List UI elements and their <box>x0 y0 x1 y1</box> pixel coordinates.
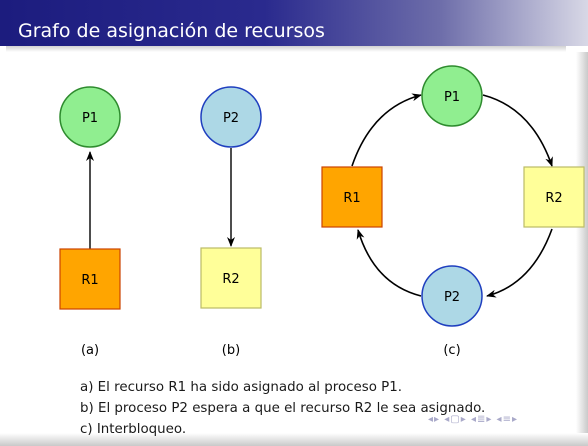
cycle-resource-node-r1 <box>321 166 383 228</box>
nav-subsection-icon[interactable]: ◂▢▸ <box>444 414 467 425</box>
panel-label-c: (c) <box>443 343 460 358</box>
resource-label-r1: R1 <box>81 273 98 288</box>
title-bar: Grafo de asignación de recursos <box>0 0 588 46</box>
cycle-process-node-p2 <box>421 265 483 327</box>
process-label-p2: P2 <box>223 111 239 126</box>
page-edge-bottom <box>0 433 588 446</box>
cycle-edge-p2-r1 <box>356 229 422 297</box>
resource-node-r2 <box>200 247 262 309</box>
caption-c: c) Interbloqueo. <box>80 422 187 437</box>
cycle-resource-label-r2: R2 <box>545 191 562 206</box>
title-shadow <box>6 46 566 52</box>
cycle-process-node-p1 <box>421 65 483 127</box>
cycle-process-label-p1: P1 <box>444 90 460 105</box>
nav-frame-prev-icon[interactable]: ◂ <box>428 414 435 425</box>
cycle-edge-r2-p2 <box>486 228 553 298</box>
resource-label-r2: R2 <box>222 272 239 287</box>
nav-search-icon[interactable]: ◂≡▸ <box>496 414 518 425</box>
panel-b: P2 R2 (b) <box>200 86 262 358</box>
process-node-p2 <box>200 86 262 148</box>
panel-a: P1 R1 (a) <box>59 86 121 358</box>
panel-c: P1 R2 P2 R1 (c) <box>321 65 585 358</box>
nav-section-icon[interactable]: ◂≣▸ <box>470 414 493 425</box>
caption-list: a) El recurso R1 ha sido asignado al pro… <box>80 377 485 440</box>
cycle-process-label-p2: P2 <box>444 290 460 305</box>
caption-a: a) El recurso R1 ha sido asignado al pro… <box>80 380 403 395</box>
page-edge-right <box>576 52 588 446</box>
panel-label-a: (a) <box>81 343 99 358</box>
cycle-edge-p1-r2 <box>482 94 553 167</box>
process-node-p1 <box>59 86 121 148</box>
caption-b: b) El proceso P2 espera a que el recurso… <box>80 401 486 416</box>
panel-label-b: (b) <box>222 343 240 358</box>
nav-frame-next-icon[interactable]: ▸ <box>434 414 441 425</box>
process-label-p1: P1 <box>82 111 98 126</box>
beamer-navigation: ◂▸ ◂▢▸ ◂≣▸ ◂≡▸ <box>428 414 518 425</box>
slide-title: Grafo de asignación de recursos <box>18 20 325 42</box>
cycle-resource-node-r2 <box>523 166 585 228</box>
cycle-resource-label-r1: R1 <box>343 191 360 206</box>
resource-node-r1 <box>59 248 121 310</box>
cycle-edge-r1-p1 <box>351 93 422 167</box>
